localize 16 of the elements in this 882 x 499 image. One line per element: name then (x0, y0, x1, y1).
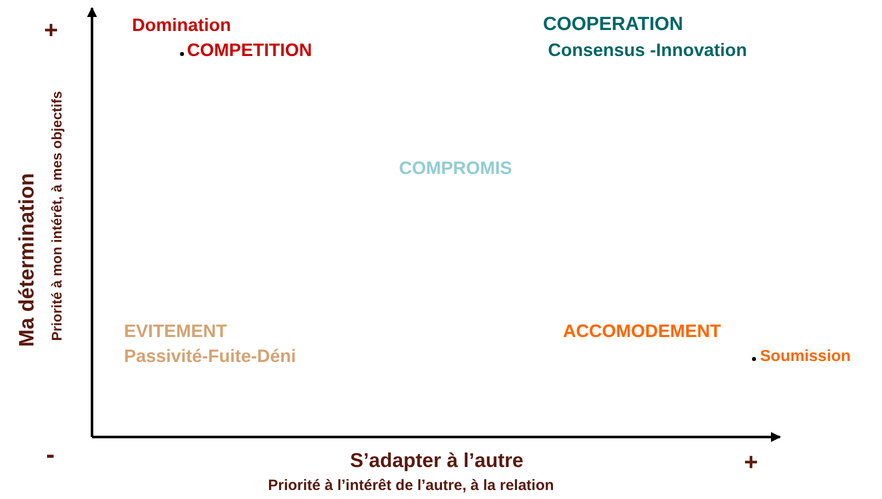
quadrant-title: EVITEMENT (124, 322, 228, 342)
quadrant-title: COOPERATION (543, 15, 684, 36)
quadrant-title: COMPROMIS (399, 159, 512, 179)
quadrant-title: ACCOMODEMENT (563, 322, 721, 342)
axis-sign: - (46, 440, 55, 469)
quadrant-subtitle: Passivité-Fuite-Déni (124, 347, 296, 367)
axis-subtitle: Priorité à mon intérêt, à mes objectifs (49, 91, 65, 341)
axis-title: Ma détermination (15, 173, 39, 347)
quadrant-title: COMPETITION (187, 41, 312, 61)
axis-sign: + (744, 450, 758, 476)
axis-subtitle: Priorité à l’intérêt de l’autre, à la relation (268, 478, 554, 494)
axis-sign: + (44, 18, 58, 44)
quadrant-subtitle: Consensus -Innovation (548, 41, 748, 61)
quadrant-subtitle: Domination (132, 16, 231, 36)
axis-title: S’adapter à l’autre (350, 450, 524, 472)
quadrant-subtitle: Soumission (760, 348, 851, 366)
